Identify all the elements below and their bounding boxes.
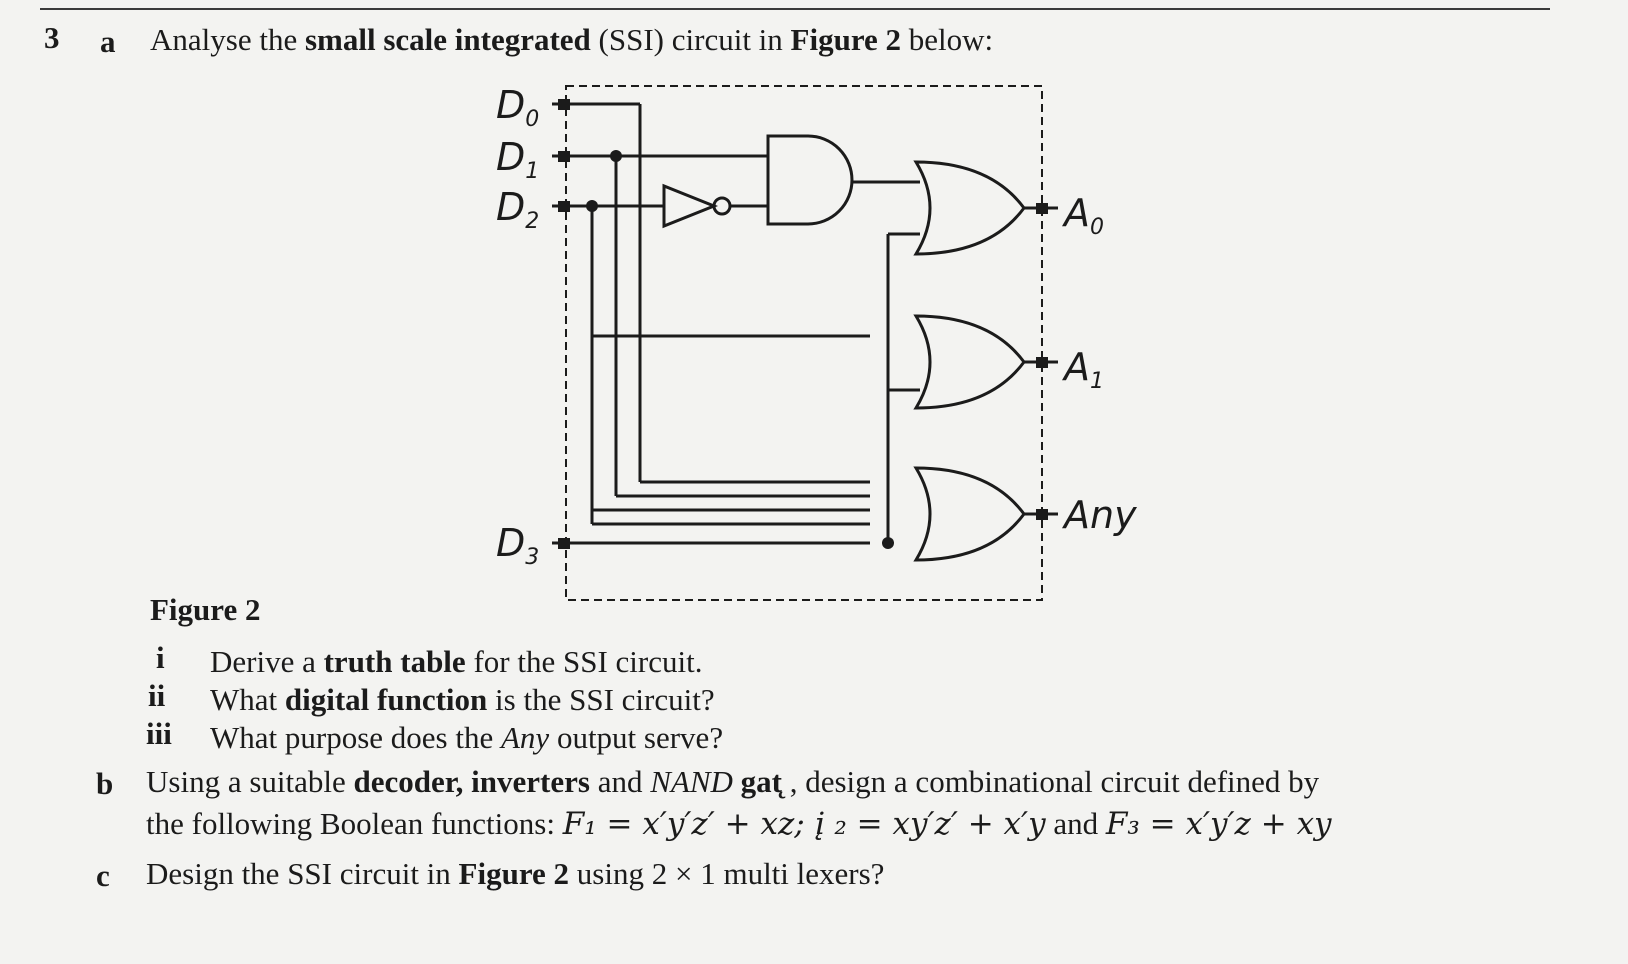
figure-caption: Figure 2 xyxy=(150,592,261,627)
pin-any xyxy=(1036,509,1048,520)
subpart-i-text-1: Derive a xyxy=(210,644,324,679)
junction-d2 xyxy=(586,200,598,212)
and-gate xyxy=(766,134,854,226)
pin-d0 xyxy=(558,99,570,110)
pin-d3 xyxy=(558,538,570,549)
part-c-label: c xyxy=(96,858,110,893)
part-a-text-3: (SSI) circuit in xyxy=(590,22,791,57)
part-b-f1-f2: F₁ = x′y′z′ + xz; į ₂ = xy′z′ + x′y xyxy=(562,806,1046,842)
part-a-label: a xyxy=(100,24,116,59)
subpart-iii-text: What purpose does the Any output serve? xyxy=(210,722,723,753)
part-b-label: b xyxy=(96,766,114,801)
label-a1: A1 xyxy=(1061,345,1104,394)
part-a-figure-ref: Figure 2 xyxy=(790,22,902,57)
or-gate-a1 xyxy=(913,314,1026,410)
subpart-iii-italic: Any xyxy=(500,720,550,755)
subpart-ii-label: ii xyxy=(148,678,166,713)
part-b-line1-bold2: gat̨ xyxy=(732,764,782,799)
part-b-line1-italic: NAND xyxy=(650,764,733,799)
label-d3: D3 xyxy=(496,521,539,570)
top-rule xyxy=(40,8,1550,10)
junction-d1 xyxy=(610,150,622,162)
or-gate-any xyxy=(913,466,1026,562)
part-a-text-1: Analyse the xyxy=(150,22,305,57)
question-number: 3 xyxy=(44,20,60,55)
part-c-text-1: Design the SSI circuit in xyxy=(146,856,459,891)
label-d2: D2 xyxy=(496,185,539,234)
subpart-ii-text-2: is the SSI circuit? xyxy=(487,682,715,717)
label-d1: D1 xyxy=(496,135,539,184)
part-c-bold: Figure 2 xyxy=(458,856,570,891)
part-b-line2: the following Boolean functions: F₁ = x′… xyxy=(146,808,1332,840)
label-any: Any xyxy=(1061,493,1137,537)
subpart-ii-text: What digital function is the SSI circuit… xyxy=(210,684,715,715)
inverter-gate xyxy=(662,183,719,229)
subpart-ii-bold: digital function xyxy=(284,682,488,717)
part-c-text-2: using 2 × 1 multi lexers? xyxy=(569,856,885,891)
part-b-line2-1: the following Boolean functions: xyxy=(146,806,563,841)
junction-d3 xyxy=(882,537,894,549)
subpart-i-text-2: for the SSI circuit. xyxy=(465,644,703,679)
pin-a0 xyxy=(1036,203,1048,214)
subpart-i-text: Derive a truth table for the SSI circuit… xyxy=(210,646,702,677)
subpart-i-label: i xyxy=(156,640,165,675)
part-b-line1: Using a suitable decoder, inverters and … xyxy=(146,766,1319,797)
subpart-iii-text-1: What purpose does the xyxy=(210,720,501,755)
subpart-iii-text-2: output serve? xyxy=(549,720,724,755)
label-a0: A0 xyxy=(1061,191,1104,240)
label-d0: D0 xyxy=(496,83,539,132)
part-b-and: and xyxy=(1045,806,1106,841)
part-a-bold-term: small scale integrated xyxy=(304,22,591,57)
pin-d2 xyxy=(558,201,570,212)
subpart-ii-text-1: What xyxy=(210,682,285,717)
part-b-line1-2: and xyxy=(589,764,651,799)
part-b-line1-3: , design a combinational circuit defined… xyxy=(781,764,1320,799)
subpart-i-bold: truth table xyxy=(323,644,466,679)
part-b-line1-1: Using a suitable xyxy=(146,764,354,799)
circuit-boundary xyxy=(565,85,1043,601)
part-c-text: Design the SSI circuit in Figure 2 using… xyxy=(146,858,884,889)
part-b-line1-bold: decoder, inverters xyxy=(353,764,590,799)
subpart-iii-label: iii xyxy=(146,716,172,751)
part-b-f3: F₃ = x′y′z + xy xyxy=(1105,806,1332,842)
part-a-text-5: below: xyxy=(901,22,994,57)
part-a-text: Analyse the small scale integrated (SSI)… xyxy=(150,24,993,55)
pin-d1 xyxy=(558,151,570,162)
pin-a1 xyxy=(1036,357,1048,368)
or-gate-a0 xyxy=(913,160,1026,256)
